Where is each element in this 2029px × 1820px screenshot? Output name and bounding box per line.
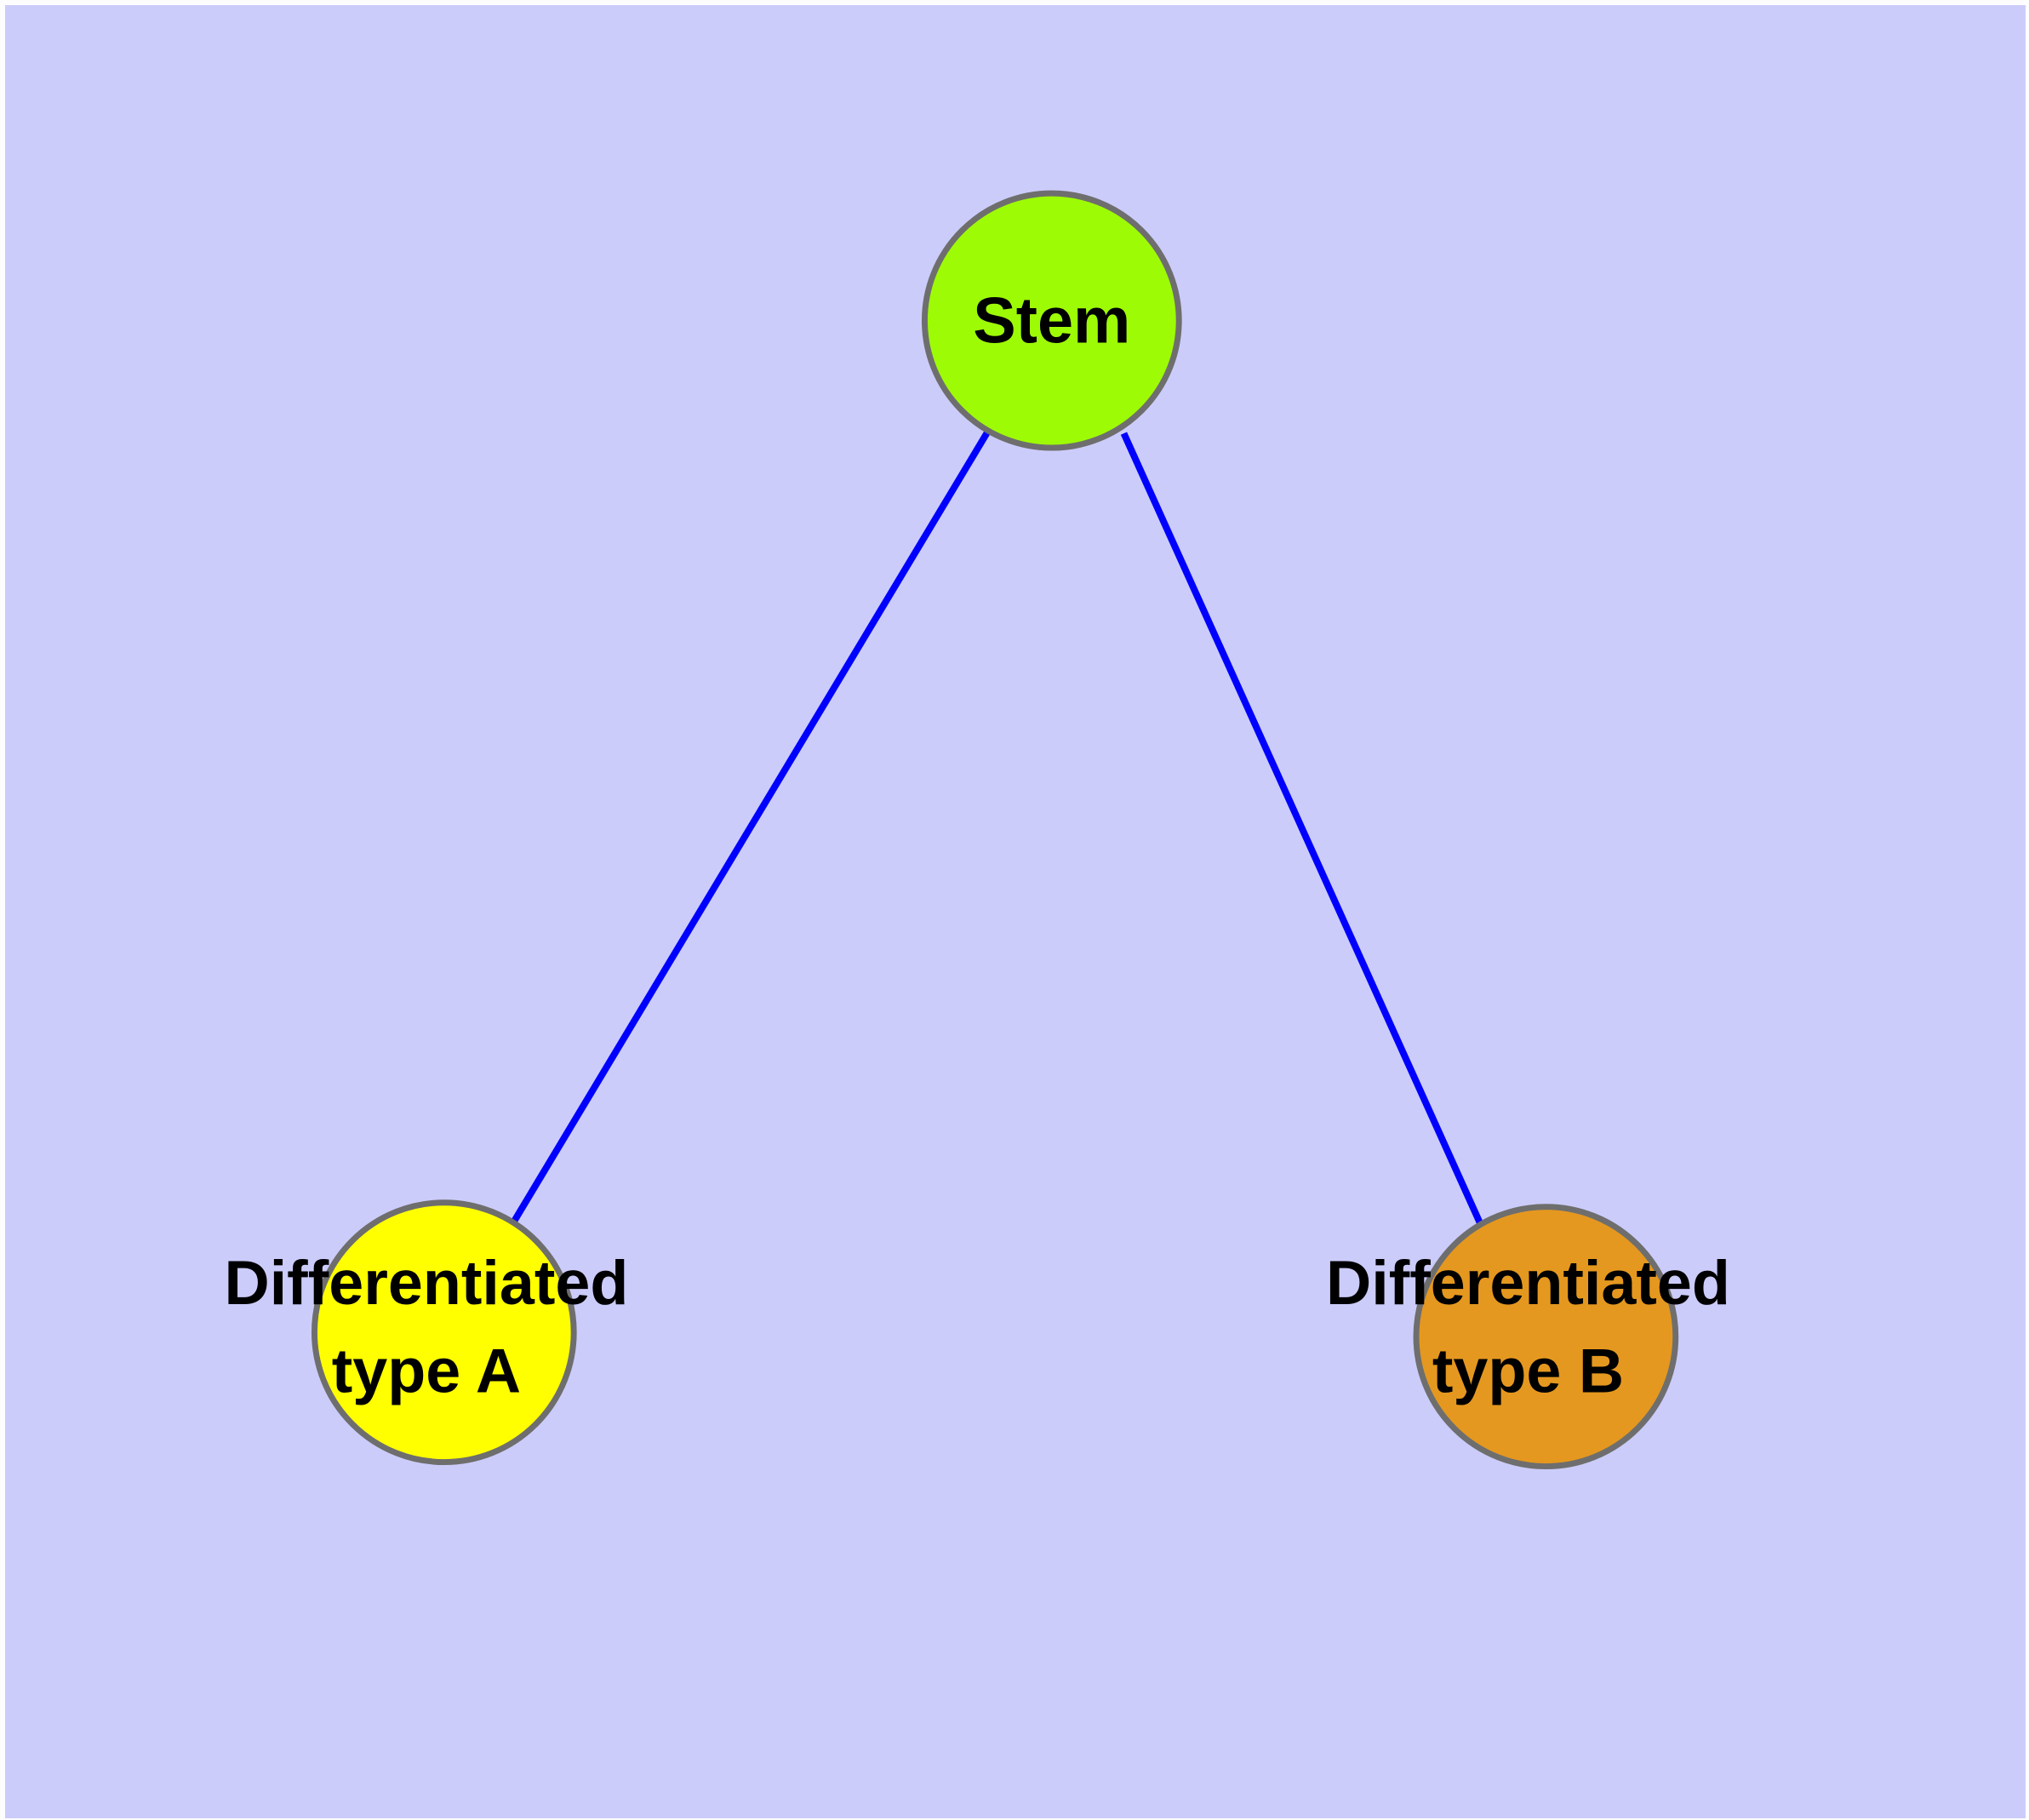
node-diff_b[interactable] [1413,1204,1679,1470]
node-stem[interactable] [921,190,1182,451]
node-diff_b-circle[interactable] [1413,1204,1679,1470]
node-stem-circle[interactable] [921,190,1182,451]
node-differentiated-type-a-label-line2: type A [332,1335,521,1405]
node-differentiated-type-b-label-line2: type B [1432,1335,1624,1405]
node-stem-label: Stem [973,285,1130,358]
node-differentiated-type-a-label-line1: Differentiated [224,1247,628,1318]
graph-svg: Stem Differentiated type A Differentiate… [224,190,1730,1470]
node-layer [311,190,1679,1470]
node-differentiated-type-b-label-line1: Differentiated [1326,1247,1730,1318]
node-diff_a-circle[interactable] [311,1199,577,1466]
node-diff_a[interactable] [311,1199,577,1466]
edge-stem-to-a[interactable] [511,429,992,1224]
label-layer: Stem Differentiated type A Differentiate… [224,285,1729,1406]
edge-layer [511,429,1485,1228]
edge-stem-to-b[interactable] [1120,432,1485,1228]
